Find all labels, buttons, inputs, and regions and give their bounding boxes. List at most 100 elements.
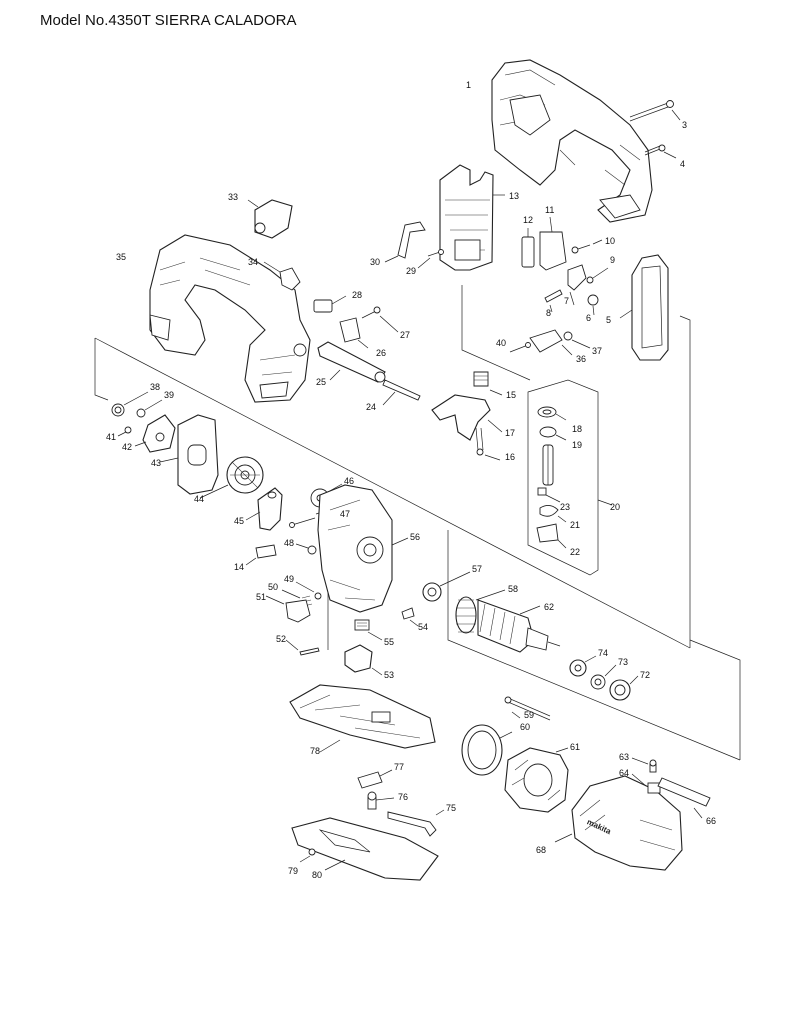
part-switch-14 — [245, 544, 277, 566]
part-label-61: 61 — [570, 742, 580, 752]
part-label-52: 52 — [276, 634, 286, 644]
part-screw-76 — [367, 791, 395, 810]
part-plate-42 — [134, 414, 176, 453]
part-label-11: 11 — [545, 205, 554, 215]
part-label-56: 56 — [410, 532, 420, 542]
part-label-76: 76 — [398, 792, 408, 802]
part-label-9: 9 — [610, 255, 615, 265]
part-label-57: 57 — [472, 564, 482, 574]
part-fan-58 — [455, 589, 506, 634]
part-ring-38 — [111, 391, 149, 417]
part-plate-36 — [529, 329, 573, 356]
part-roller-holder-17 — [431, 394, 503, 441]
part-label-6: 6 — [586, 313, 591, 323]
part-spring-75 — [387, 809, 445, 837]
part-motor-housing-68: makita — [554, 775, 683, 871]
part-label-12: 12 — [523, 215, 533, 225]
part-clip-77 — [357, 769, 393, 789]
part-label-80: 80 — [312, 870, 322, 880]
part-label-29: 29 — [406, 266, 416, 276]
part-label-46: 46 — [344, 476, 354, 486]
part-clamp-53 — [344, 644, 383, 676]
part-label-34: 34 — [248, 257, 258, 267]
part-label-21: 21 — [570, 520, 580, 530]
part-capacitor-28 — [313, 295, 347, 313]
part-label-58: 58 — [508, 584, 518, 594]
part-gasket-5 — [619, 254, 669, 361]
part-screw-4 — [644, 144, 677, 159]
part-label-50: 50 — [268, 582, 278, 592]
part-label-49: 49 — [284, 574, 294, 584]
part-screw-63 — [631, 757, 657, 773]
part-clip-37 — [563, 331, 591, 349]
part-screw-59 — [504, 696, 551, 721]
part-cord-24 — [382, 379, 421, 406]
part-label-42: 42 — [122, 442, 132, 452]
part-plunger-assembly-20 — [527, 379, 613, 576]
part-label-66: 66 — [706, 816, 716, 826]
part-label-22: 22 — [570, 547, 580, 557]
part-label-33: 33 — [228, 192, 238, 202]
part-block-23 — [537, 487, 561, 503]
part-screw-16 — [475, 427, 501, 461]
part-housing-cover-13 — [439, 164, 505, 271]
part-rod-plunger — [542, 444, 554, 486]
part-label-43: 43 — [151, 458, 161, 468]
part-screw-40 — [509, 342, 531, 353]
part-brush-holder-64 — [631, 773, 661, 794]
part-label-36: 36 — [576, 354, 586, 364]
part-gear-housing-56 — [317, 484, 409, 613]
part-label-27: 27 — [400, 330, 410, 340]
part-label-26: 26 — [376, 348, 386, 358]
part-label-19: 19 — [572, 440, 582, 450]
part-label-68: 68 — [536, 845, 546, 855]
part-label-53: 53 — [384, 670, 394, 680]
part-label-8: 8 — [546, 308, 551, 318]
part-label-60: 60 — [520, 722, 530, 732]
part-label-75: 75 — [446, 803, 456, 813]
part-nut-48 — [295, 543, 317, 555]
part-label-16: 16 — [505, 452, 515, 462]
part-label-4: 4 — [680, 159, 685, 169]
part-screw-9 — [586, 267, 609, 284]
part-screw-41 — [117, 426, 132, 437]
part-label-79: 79 — [288, 866, 298, 876]
part-pin-49 — [295, 581, 322, 600]
part-label-24: 24 — [366, 402, 376, 412]
part-bushing-72 — [609, 675, 639, 701]
part-label-25: 25 — [316, 377, 326, 387]
part-screw-29 — [417, 249, 444, 269]
part-label-45: 45 — [234, 516, 244, 526]
part-spring-21 — [539, 505, 567, 523]
part-label-18: 18 — [572, 424, 582, 434]
part-washer-39 — [136, 399, 163, 418]
part-spring-15 — [473, 371, 503, 396]
guide-lines — [94, 285, 741, 761]
part-spring-30 — [384, 221, 426, 263]
part-label-72: 72 — [640, 670, 650, 680]
part-screw-47 — [289, 511, 323, 528]
part-lever-7 — [567, 264, 587, 306]
part-label-77: 77 — [394, 762, 404, 772]
part-holder-26 — [339, 317, 369, 349]
part-label-38: 38 — [150, 382, 160, 392]
part-label-78: 78 — [310, 746, 320, 756]
part-label-7: 7 — [564, 296, 569, 306]
part-connector-34 — [263, 261, 301, 291]
part-label-14: 14 — [234, 562, 244, 572]
part-label-3: 3 — [682, 120, 687, 130]
part-ring-19 — [539, 426, 567, 441]
part-plate-12 — [521, 228, 535, 268]
part-label-40: 40 — [496, 338, 506, 348]
part-lever-45 — [245, 487, 283, 531]
part-screw-3 — [629, 100, 681, 122]
part-collar-6 — [587, 294, 599, 316]
part-label-30: 30 — [370, 257, 380, 267]
part-ring-18 — [537, 406, 567, 421]
part-label-74: 74 — [598, 648, 608, 658]
part-bracket-11 — [539, 216, 567, 271]
part-label-54: 54 — [418, 622, 428, 632]
part-label-73: 73 — [618, 657, 628, 667]
part-label-10: 10 — [605, 236, 615, 246]
part-label-15: 15 — [506, 390, 516, 400]
